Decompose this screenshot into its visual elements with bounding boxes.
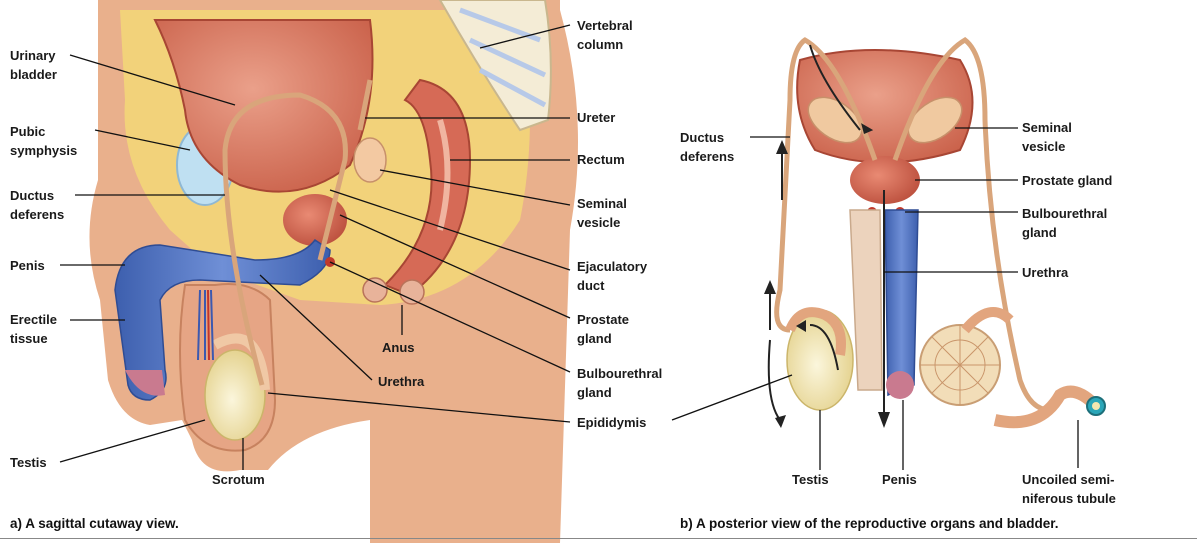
left-ductus-deferens xyxy=(774,37,878,333)
label-ductus-deferens-b: Ductus deferens xyxy=(680,130,735,164)
urinary-bladder-shape xyxy=(153,19,374,193)
penis-erectile-tissue xyxy=(114,238,331,401)
label-prostate-gland-b: Prostate gland xyxy=(1022,173,1113,188)
label-epididymis: Epididymis xyxy=(577,415,647,430)
label-anus: Anus xyxy=(382,340,415,355)
label-bulbourethral-gland-a: Bulbourethral gland xyxy=(577,366,663,400)
posterior-prostate xyxy=(850,156,920,204)
uncoiled-tubule xyxy=(993,385,1100,429)
label-penis-b: Penis xyxy=(882,472,917,487)
caption-panel-b: b) A posterior view of the reproductive … xyxy=(680,516,1059,531)
seminal-vesicle-shape xyxy=(353,137,387,183)
label-ductus-deferens-a: Ductus deferens xyxy=(10,188,65,222)
label-ureter: Ureter xyxy=(577,110,616,125)
prostate-shape xyxy=(283,194,347,246)
panel-a-leader-lines xyxy=(59,24,571,470)
panel-a-illustration xyxy=(89,0,578,543)
left-seminal-vesicle xyxy=(807,96,863,144)
label-erectile-tissue: Erectile tissue xyxy=(10,312,57,346)
label-urinary-bladder: Urinary bladder xyxy=(10,48,57,82)
panel-b-illustration xyxy=(764,37,1106,429)
right-seminal-vesicle xyxy=(907,96,963,144)
label-seminal-vesicle-b: Seminal vesicle xyxy=(1022,120,1072,154)
label-seminal-vesicle-a: Seminal vesicle xyxy=(577,196,627,230)
penis-corpus xyxy=(849,209,883,391)
ductus-deferens-path xyxy=(222,92,348,386)
label-testis-a: Testis xyxy=(10,455,47,470)
label-prostate-gland-a: Prostate gland xyxy=(577,312,630,346)
caption-panel-a: a) A sagittal cutaway view. xyxy=(10,516,179,531)
label-scrotum: Scrotum xyxy=(212,472,265,487)
bottom-divider xyxy=(0,538,1197,539)
label-testis-b: Testis xyxy=(792,472,829,487)
label-penis-a: Penis xyxy=(10,258,45,273)
label-rectum: Rectum xyxy=(577,152,625,167)
label-ejaculatory-duct: Ejaculatory duct xyxy=(577,259,648,293)
label-pubic-symphysis: Pubic symphysis xyxy=(10,124,78,158)
label-uncoiled-tubule: Uncoiled semi- niferous tubule xyxy=(1022,472,1116,506)
label-vertebral-column: Vertebral column xyxy=(577,18,633,52)
testis-shape xyxy=(204,349,266,441)
penis-spongiosum xyxy=(884,209,919,397)
panel-b-leader-lines xyxy=(671,127,1079,470)
label-bulbourethral-gland-b: Bulbourethral gland xyxy=(1022,206,1108,240)
label-urethra-a: Urethra xyxy=(378,374,425,389)
label-urethra-b: Urethra xyxy=(1022,265,1069,280)
